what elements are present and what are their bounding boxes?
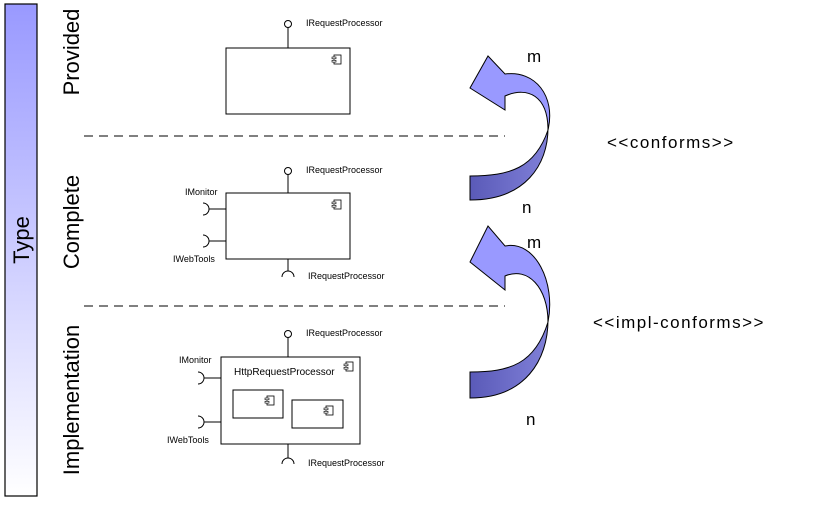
conforms-arrow <box>469 55 551 201</box>
impl-monitor-socket <box>197 371 205 385</box>
impl-required-label: IRequestProcessor <box>308 458 385 468</box>
impl-provided-lollipop <box>284 330 292 338</box>
complete-provided-label: IRequestProcessor <box>306 165 383 175</box>
impl-webtools-socket <box>197 415 205 429</box>
level-label-implementation: Implementation <box>59 325 84 475</box>
complete-webtools-socket <box>202 234 210 248</box>
type-bar-title: Type <box>9 216 34 264</box>
impl-provided-label: IRequestProcessor <box>306 328 383 338</box>
impl-monitor-label: IMonitor <box>179 355 212 365</box>
conforms-n-label: n <box>522 198 531 217</box>
complete-monitor-label: IMonitor <box>185 187 218 197</box>
provided-interface-lollipop <box>284 20 292 28</box>
complete-webtools-label: IWebTools <box>173 254 215 264</box>
impl-component-name: HttpRequestProcessor <box>234 367 335 378</box>
conforms-m-label: m <box>527 47 541 66</box>
impl-conforms-arrow <box>469 225 551 399</box>
level-label-complete: Complete <box>59 175 84 269</box>
level-label-provided: Provided <box>59 9 84 96</box>
conforms-stereotype: <<conforms>> <box>607 133 735 152</box>
provided-component: IRequestProcessor <box>225 18 383 115</box>
implementation-component: IRequestProcessor HttpRequestProcessor I… <box>167 328 385 468</box>
impl-required-socket <box>281 457 295 465</box>
impl-webtools-label: IWebTools <box>167 435 209 445</box>
provided-component-box <box>225 47 351 115</box>
complete-component: IRequestProcessor IMonitor IWebTools IRe… <box>173 165 385 281</box>
impl-subcomponent-1 <box>232 389 284 419</box>
impl-conforms-stereotype: <<impl-conforms>> <box>593 313 765 332</box>
type-bar <box>4 3 38 497</box>
complete-required-label: IRequestProcessor <box>308 271 385 281</box>
provided-interface-label: IRequestProcessor <box>306 18 383 28</box>
complete-component-box <box>225 192 351 260</box>
impl-subcomponent-2 <box>291 399 344 429</box>
complete-provided-lollipop <box>284 167 292 175</box>
impl-conforms-m-label: m <box>527 233 541 252</box>
complete-required-socket <box>281 270 295 278</box>
impl-conforms-n-label: n <box>526 410 535 429</box>
complete-monitor-socket <box>202 202 210 216</box>
